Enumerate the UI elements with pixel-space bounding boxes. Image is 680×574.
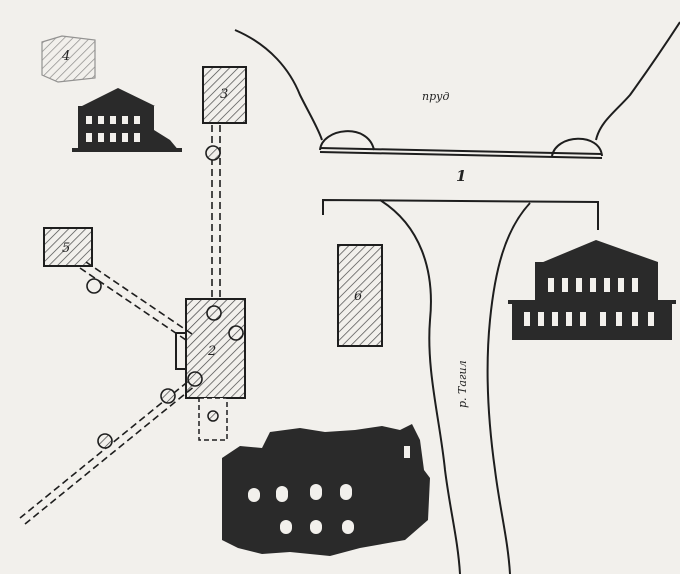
building-3 — [202, 66, 247, 124]
pipe-3-to-2 — [211, 125, 221, 300]
pond-label: пруд — [422, 90, 450, 103]
river-bank-left — [379, 199, 461, 574]
dam-label: 1 — [456, 167, 466, 185]
building-6-label: 6 — [354, 289, 362, 304]
pipe-node — [206, 305, 222, 321]
dam-line-bottom — [319, 151, 603, 159]
building-2-annex-left — [175, 332, 187, 370]
pipe-node — [187, 371, 203, 387]
building-5 — [43, 227, 93, 267]
pipe-node — [86, 278, 102, 294]
pipe-node — [97, 433, 113, 449]
river-bank-right — [486, 202, 531, 574]
pipe-node — [160, 388, 176, 404]
river-label: р. Тагил — [456, 360, 469, 408]
pond-bank-left — [234, 29, 323, 141]
house-elevation-right — [508, 240, 676, 340]
building-3-label: 3 — [220, 87, 228, 102]
building-2-label: 2 — [207, 344, 216, 359]
building-4-label: 4 — [61, 49, 70, 64]
canal-bracket — [322, 198, 599, 230]
dam-line-top — [319, 147, 603, 155]
ruin-elevation-bottom — [222, 424, 430, 556]
building-2-node — [207, 410, 219, 422]
pipe-node — [228, 325, 244, 341]
pipe-5-to-2 — [79, 261, 193, 341]
house-elevation-top-left — [72, 88, 182, 152]
building-5-label: 5 — [62, 241, 70, 256]
pipe-node — [205, 145, 221, 161]
dam-bump-left — [319, 130, 375, 151]
building-6 — [337, 244, 383, 347]
dam-bump-right — [551, 137, 603, 157]
building-4 — [41, 35, 96, 83]
pond-bank-right — [595, 21, 680, 141]
